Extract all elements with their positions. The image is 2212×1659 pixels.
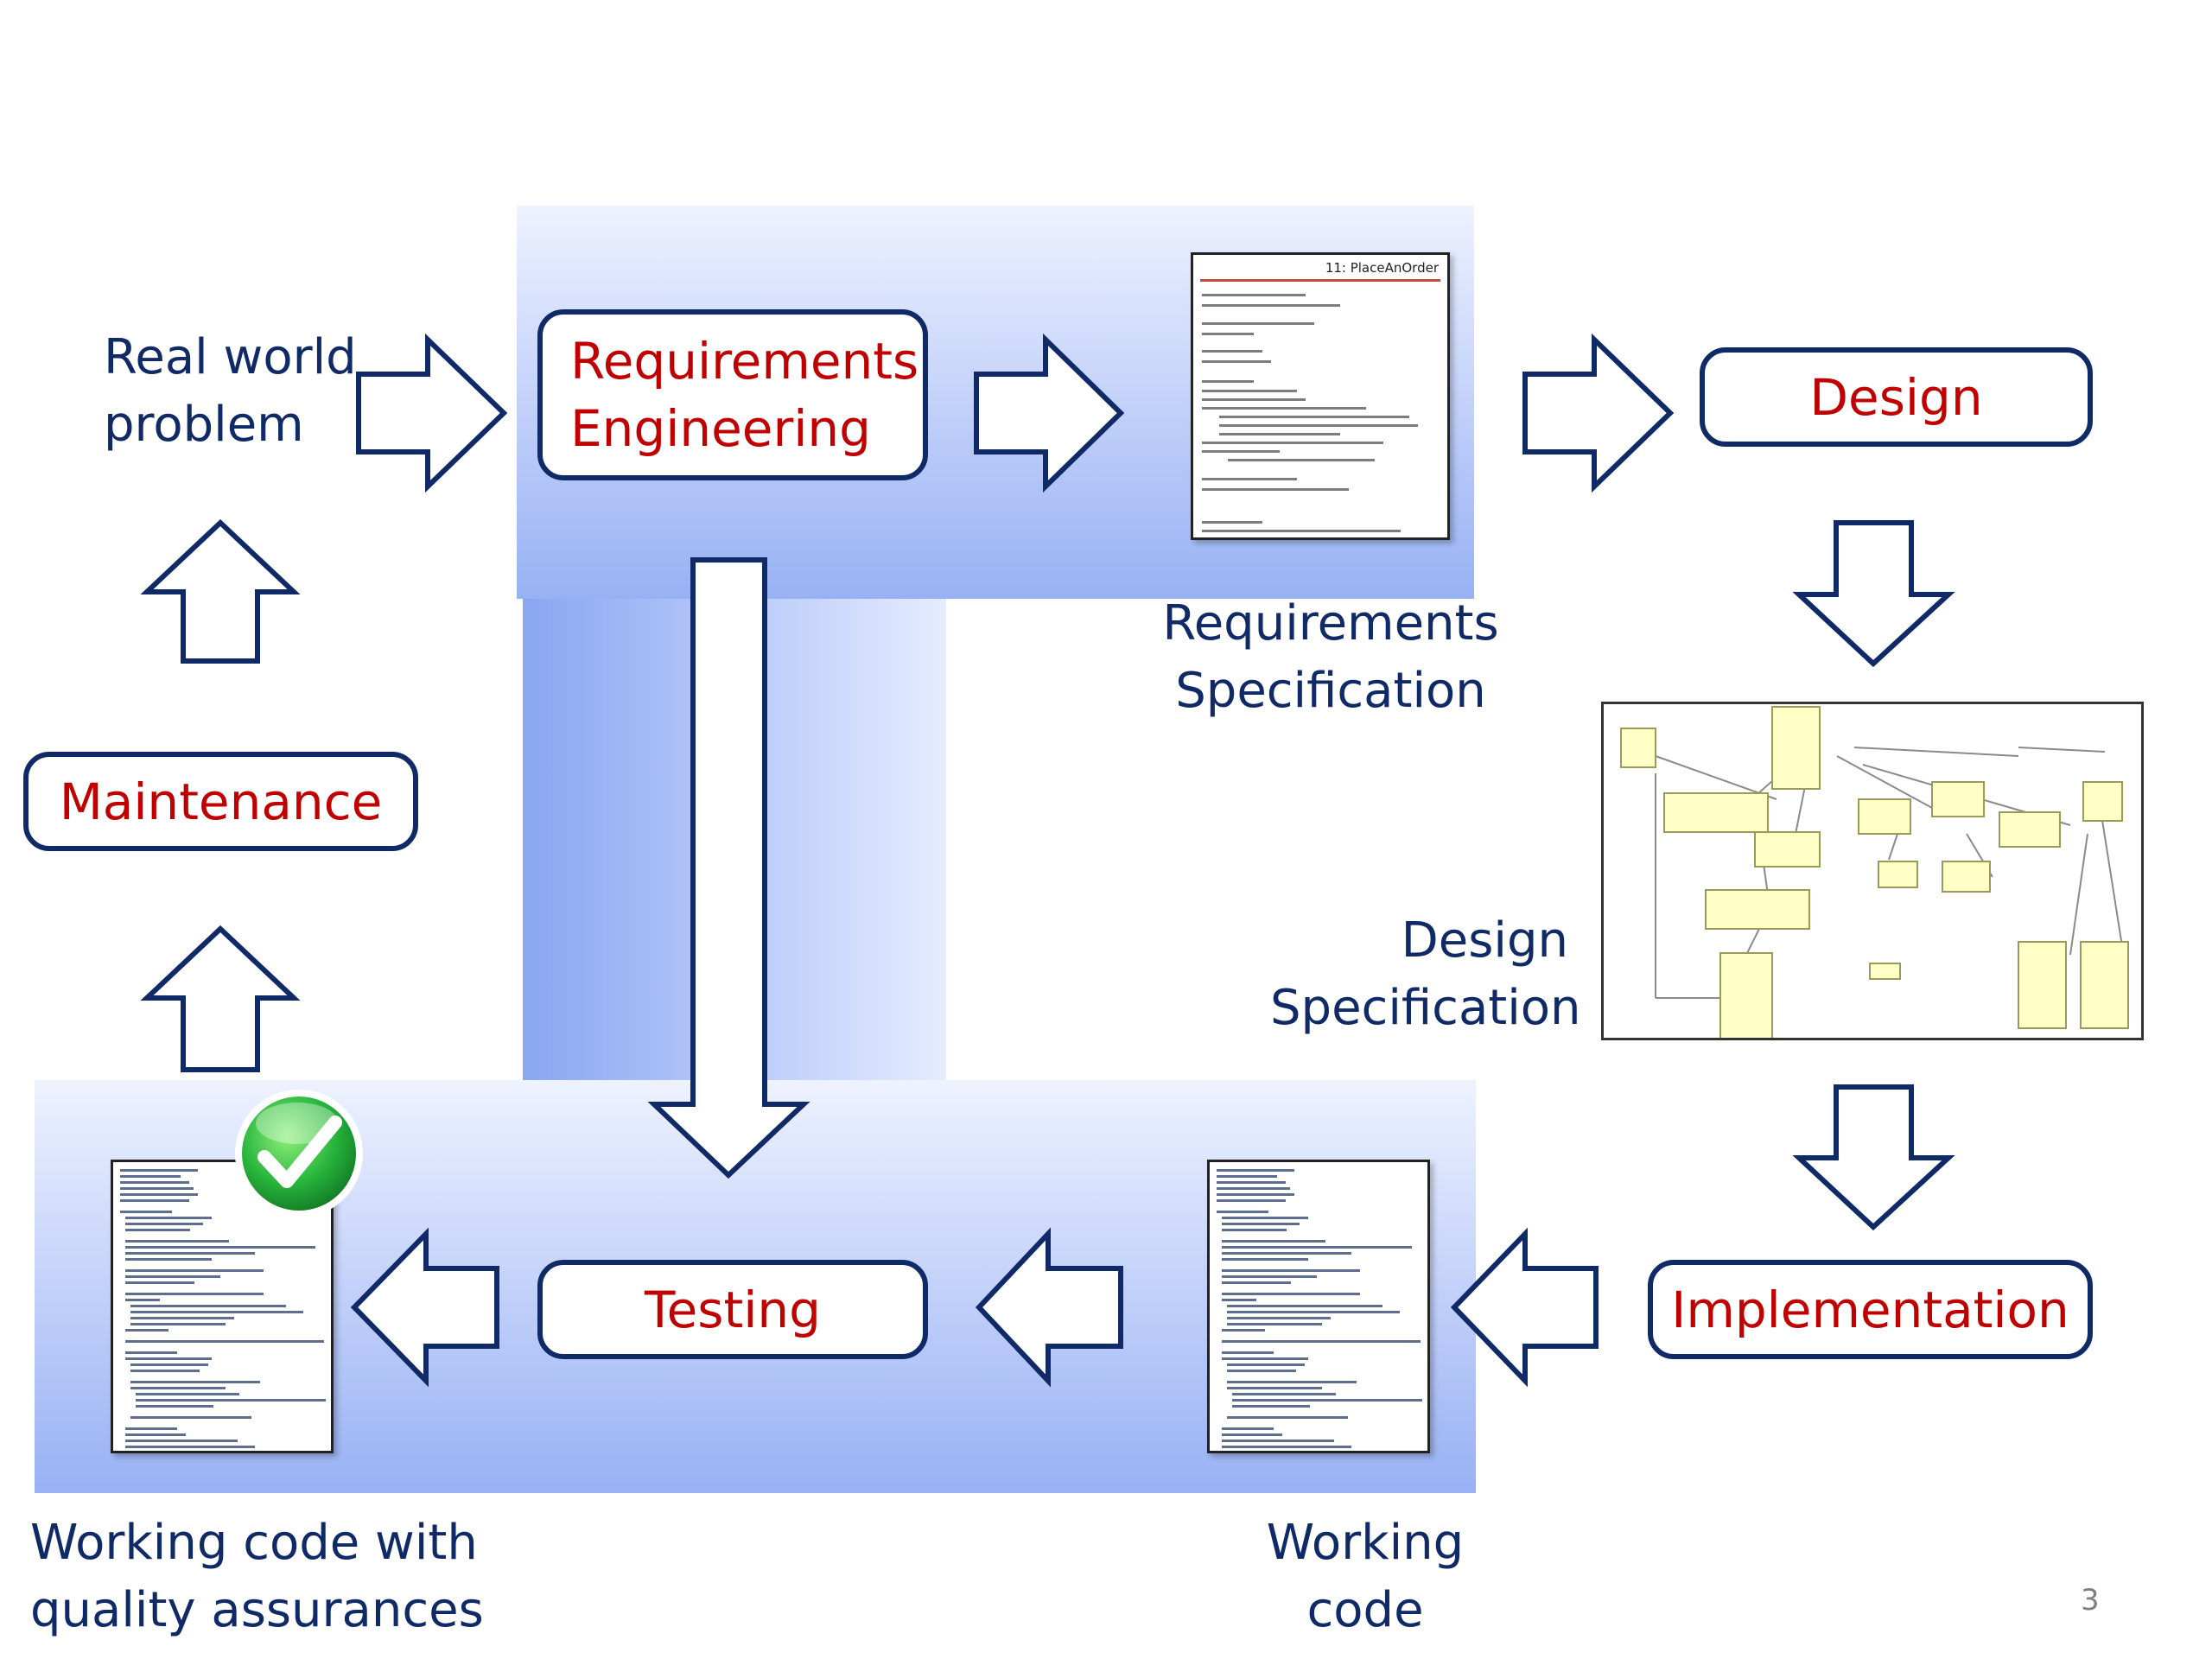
working-code-document: [1207, 1160, 1430, 1453]
working-code-label: Working code: [1266, 1515, 1465, 1638]
arrow-problem-to-req: [356, 333, 508, 493]
checkmark-icon: [235, 1090, 363, 1217]
uml-class-diagram: [1620, 706, 2129, 1038]
arrow-impl-to-code: [1450, 1227, 1599, 1388]
requirements-doc-header: 11: PlaceAnOrder: [1325, 260, 1439, 276]
real-world-problem-label: Real world problem: [104, 329, 357, 453]
arrow-code-to-maintenance: [140, 925, 301, 1072]
maintenance-box: Maintenance: [23, 752, 418, 851]
arrow-req-to-testing: [647, 557, 810, 1179]
page-number: 3: [2081, 1583, 2100, 1618]
arrow-design-to-spec: [1792, 520, 1955, 668]
arrow-code-to-testing: [975, 1227, 1123, 1388]
implementation-box: Implementation: [1648, 1260, 2093, 1359]
arrow-maintenance-to-problem: [140, 518, 301, 664]
arrow-spec-to-impl: [1792, 1084, 1955, 1231]
working-code-qa-label: Working code with quality assurances: [30, 1515, 484, 1638]
design-specification-label: Design Specification: [1270, 912, 1581, 1036]
design-box: Design: [1700, 347, 2093, 447]
requirements-specification-label: Requirements Specification: [1162, 595, 1499, 719]
design-spec-diagram: [1601, 702, 2144, 1040]
arrow-testing-to-qa: [350, 1227, 499, 1388]
arrow-spec-to-design: [1522, 333, 1675, 493]
requirements-engineering-box: Requirements Engineering: [537, 309, 928, 480]
arrow-req-to-spec: [974, 333, 1125, 493]
testing-box: Testing: [537, 1260, 928, 1359]
requirements-doc-rule: [1200, 279, 1440, 282]
requirements-spec-document: 11: PlaceAnOrder: [1191, 252, 1450, 540]
